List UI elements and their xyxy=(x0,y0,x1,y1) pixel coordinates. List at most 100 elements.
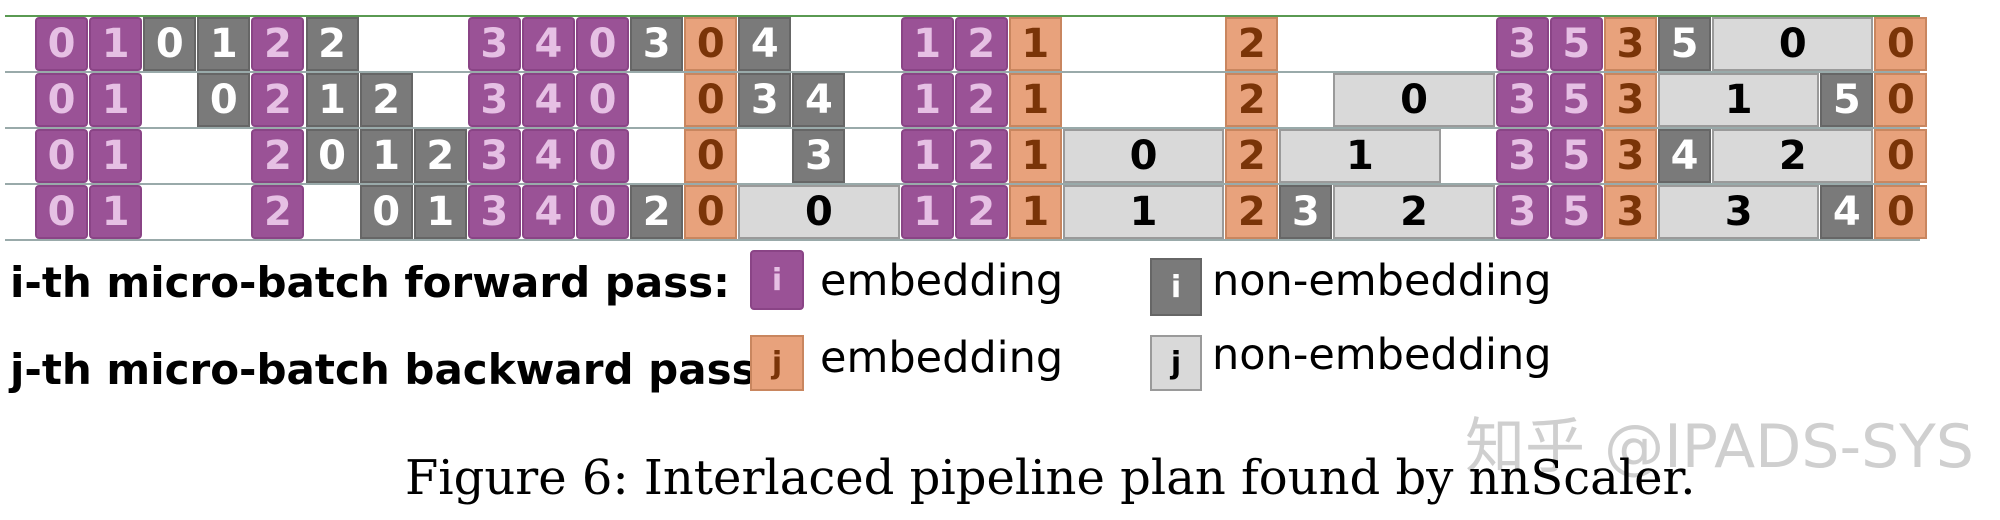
forward-embedding-block: 1 xyxy=(900,129,954,183)
forward-non-embedding-block: 5 xyxy=(1820,73,1874,127)
backward-embedding-block: 2 xyxy=(1225,73,1279,127)
forward-embedding-block: 1 xyxy=(89,185,143,239)
forward-embedding-block: 3 xyxy=(1495,17,1549,71)
forward-non-embedding-block: 0 xyxy=(359,185,413,239)
forward-embedding-block: 5 xyxy=(1549,17,1603,71)
forward-embedding-block: 2 xyxy=(251,129,305,183)
forward-embedding-block: 5 xyxy=(1549,185,1603,239)
forward-non-embedding-block: 0 xyxy=(143,17,197,71)
backward-embedding-block: 0 xyxy=(684,17,738,71)
backward-embedding-block: 3 xyxy=(1603,17,1657,71)
legend-forward-title: i-th micro-batch forward pass: xyxy=(10,258,730,307)
backward-non-embedding-block: 0 xyxy=(738,185,900,239)
legend-forward-non-embedding-swatch: i xyxy=(1150,258,1202,316)
forward-embedding-block: 1 xyxy=(89,129,143,183)
legend-backward-embedding-swatch: j xyxy=(750,335,804,391)
backward-embedding-block: 0 xyxy=(684,185,738,239)
figure-caption: Figure 6: Interlaced pipeline plan found… xyxy=(405,450,1696,506)
backward-embedding-block: 1 xyxy=(1008,17,1062,71)
forward-non-embedding-block: 1 xyxy=(359,129,413,183)
row-line xyxy=(5,71,1920,73)
forward-embedding-block: 0 xyxy=(35,185,89,239)
forward-non-embedding-block: 4 xyxy=(1820,185,1874,239)
forward-non-embedding-block: 2 xyxy=(359,73,413,127)
forward-embedding-block: 0 xyxy=(576,185,630,239)
legend-forward-non-embedding-label: non-embedding xyxy=(1212,256,1552,306)
backward-non-embedding-block: 3 xyxy=(1658,185,1820,239)
backward-embedding-block: 3 xyxy=(1603,73,1657,127)
backward-non-embedding-block: 1 xyxy=(1658,73,1820,127)
backward-embedding-block: 2 xyxy=(1225,185,1279,239)
legend-forward-embedding-swatch: i xyxy=(750,250,804,310)
forward-embedding-block: 2 xyxy=(954,17,1008,71)
backward-embedding-block: 0 xyxy=(684,73,738,127)
forward-non-embedding-block: 1 xyxy=(413,185,467,239)
backward-embedding-block: 3 xyxy=(1603,129,1657,183)
row-line xyxy=(5,239,1920,241)
backward-embedding-block: 1 xyxy=(1008,73,1062,127)
backward-non-embedding-block: 2 xyxy=(1333,185,1495,239)
forward-embedding-block: 2 xyxy=(954,129,1008,183)
forward-embedding-block: 3 xyxy=(467,17,521,71)
backward-non-embedding-block: 2 xyxy=(1712,129,1874,183)
forward-embedding-block: 4 xyxy=(521,129,575,183)
forward-embedding-block: 2 xyxy=(954,185,1008,239)
backward-non-embedding-block: 0 xyxy=(1712,17,1874,71)
forward-embedding-block: 0 xyxy=(576,17,630,71)
forward-non-embedding-block: 3 xyxy=(630,17,684,71)
forward-non-embedding-block: 2 xyxy=(305,17,359,71)
forward-non-embedding-block: 3 xyxy=(792,129,846,183)
forward-embedding-block: 0 xyxy=(35,73,89,127)
backward-embedding-block: 1 xyxy=(1008,185,1062,239)
forward-embedding-block: 1 xyxy=(900,17,954,71)
backward-embedding-block: 3 xyxy=(1603,185,1657,239)
forward-embedding-block: 1 xyxy=(900,73,954,127)
backward-embedding-block: 2 xyxy=(1225,17,1279,71)
forward-non-embedding-block: 2 xyxy=(630,185,684,239)
backward-embedding-block: 0 xyxy=(1874,129,1928,183)
row-line xyxy=(5,183,1920,185)
forward-non-embedding-block: 4 xyxy=(792,73,846,127)
forward-embedding-block: 0 xyxy=(35,129,89,183)
watermark: 知乎 @IPADS-SYS xyxy=(1465,412,1974,482)
forward-embedding-block: 1 xyxy=(89,17,143,71)
forward-embedding-block: 2 xyxy=(954,73,1008,127)
forward-embedding-block: 4 xyxy=(521,73,575,127)
forward-embedding-block: 0 xyxy=(576,129,630,183)
forward-embedding-block: 2 xyxy=(251,73,305,127)
forward-non-embedding-block: 4 xyxy=(738,17,792,71)
backward-embedding-block: 0 xyxy=(1874,73,1928,127)
forward-embedding-block: 3 xyxy=(467,185,521,239)
forward-non-embedding-block: 5 xyxy=(1658,17,1712,71)
forward-embedding-block: 3 xyxy=(1495,129,1549,183)
forward-embedding-block: 1 xyxy=(900,185,954,239)
backward-embedding-block: 1 xyxy=(1008,129,1062,183)
forward-embedding-block: 3 xyxy=(467,129,521,183)
forward-non-embedding-block: 3 xyxy=(738,73,792,127)
forward-non-embedding-block: 4 xyxy=(1658,129,1712,183)
forward-non-embedding-block: 3 xyxy=(1279,185,1333,239)
forward-embedding-block: 4 xyxy=(521,17,575,71)
legend-forward-embedding-label: embedding xyxy=(820,256,1064,306)
backward-non-embedding-block: 0 xyxy=(1333,73,1495,127)
legend-backward-non-embedding-label: non-embedding xyxy=(1212,330,1552,380)
forward-non-embedding-block: 1 xyxy=(305,73,359,127)
forward-non-embedding-block: 2 xyxy=(413,129,467,183)
backward-non-embedding-block: 1 xyxy=(1279,129,1441,183)
forward-embedding-block: 2 xyxy=(251,185,305,239)
forward-embedding-block: 2 xyxy=(251,17,305,71)
backward-embedding-block: 0 xyxy=(1874,17,1928,71)
forward-embedding-block: 4 xyxy=(521,185,575,239)
row-line xyxy=(5,15,1920,17)
backward-embedding-block: 0 xyxy=(684,129,738,183)
legend-backward-title: j-th micro-batch backward pass: xyxy=(10,345,774,394)
forward-embedding-block: 0 xyxy=(576,73,630,127)
forward-non-embedding-block: 1 xyxy=(197,17,251,71)
legend-backward-non-embedding-swatch: j xyxy=(1150,335,1202,391)
forward-embedding-block: 3 xyxy=(467,73,521,127)
forward-embedding-block: 1 xyxy=(89,73,143,127)
forward-embedding-block: 3 xyxy=(1495,185,1549,239)
forward-embedding-block: 0 xyxy=(35,17,89,71)
forward-embedding-block: 5 xyxy=(1549,73,1603,127)
forward-embedding-block: 5 xyxy=(1549,129,1603,183)
